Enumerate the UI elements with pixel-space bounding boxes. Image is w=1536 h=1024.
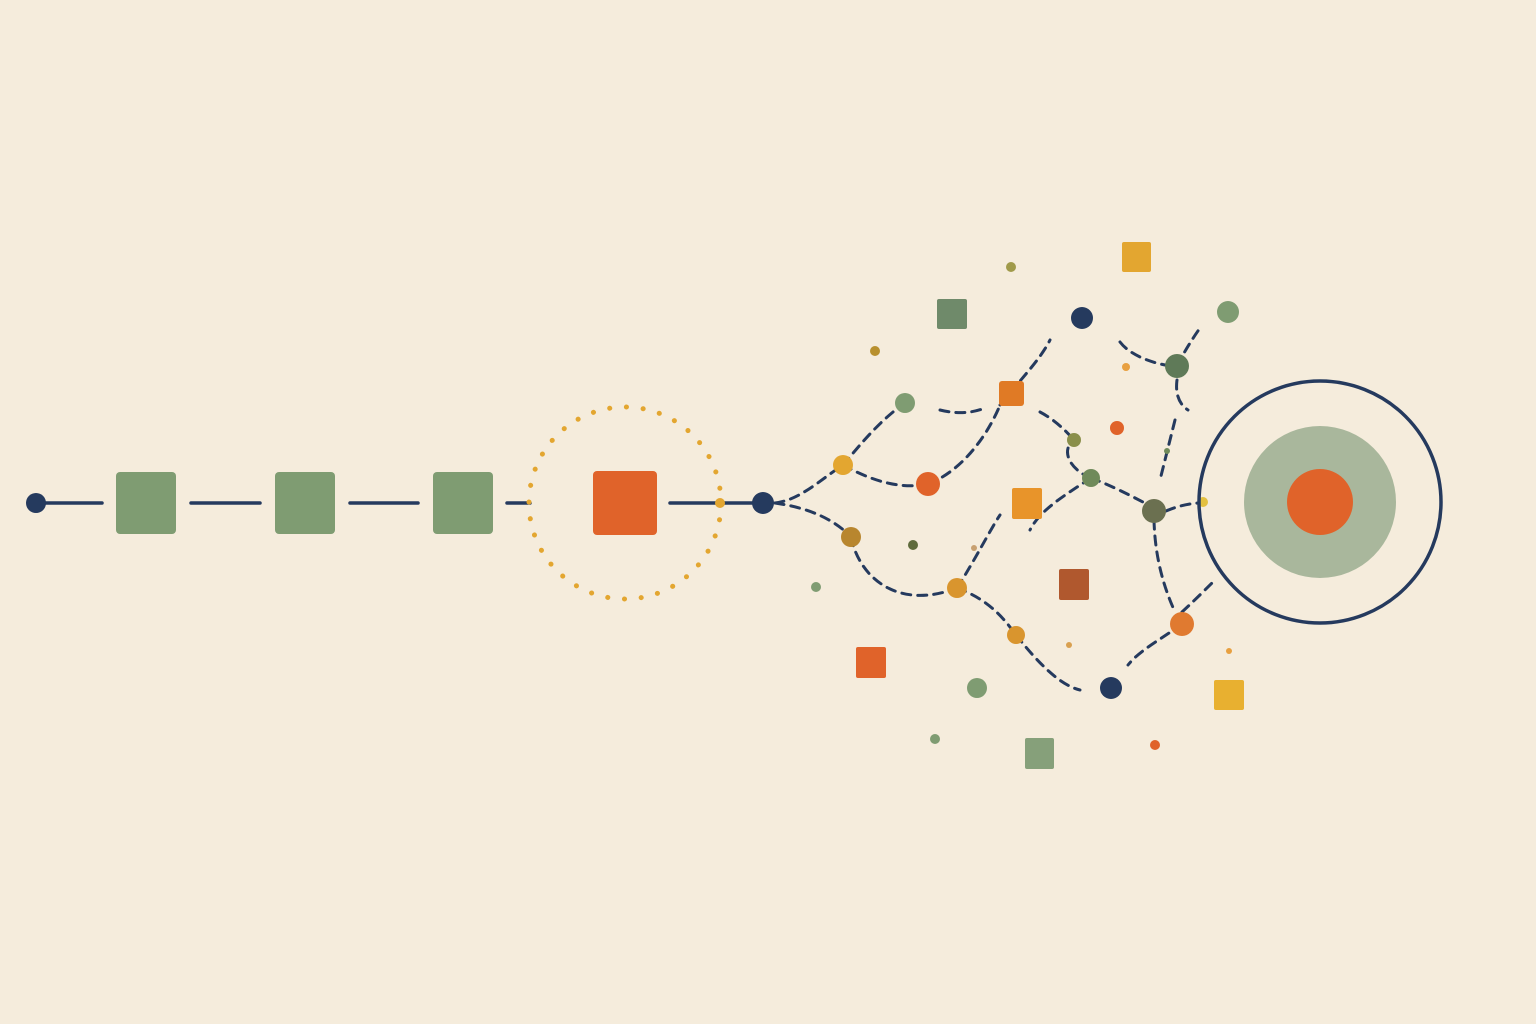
start-node — [26, 493, 46, 513]
network-node — [908, 540, 918, 550]
network-node — [1071, 307, 1093, 329]
highlight-square — [593, 471, 657, 535]
connector-path — [849, 535, 959, 597]
connector-path — [1180, 578, 1217, 614]
scatter-square — [856, 647, 886, 678]
network-node — [1226, 648, 1232, 654]
network-node — [1122, 363, 1130, 371]
scatter-square — [1059, 569, 1089, 600]
scatter-square — [1214, 680, 1244, 710]
network-nodes — [715, 262, 1239, 750]
scatter-square — [937, 299, 967, 329]
network-node — [1110, 421, 1124, 435]
target-core — [1287, 469, 1353, 535]
connector-path — [1118, 340, 1167, 367]
connector-path — [1028, 476, 1093, 532]
network-node — [1006, 262, 1016, 272]
connector-path — [1175, 378, 1190, 412]
target — [1197, 379, 1443, 625]
scatter-square — [1122, 242, 1151, 272]
network-node — [947, 578, 967, 598]
connector-path — [926, 403, 1002, 486]
network-node — [833, 455, 853, 475]
network-node — [967, 678, 987, 698]
network-node — [1066, 642, 1072, 648]
step-square — [275, 472, 335, 534]
network-node — [1082, 469, 1100, 487]
scatter-square — [1012, 488, 1042, 519]
network-node — [715, 498, 725, 508]
network-node — [1170, 612, 1194, 636]
network-node — [1100, 677, 1122, 699]
network-node — [1142, 499, 1166, 523]
step-square — [433, 472, 493, 534]
network-node — [1150, 740, 1160, 750]
network-node — [841, 527, 861, 547]
network-node — [916, 472, 940, 496]
network-node — [1217, 301, 1239, 323]
network-node — [1007, 626, 1025, 644]
branch-node — [752, 492, 774, 514]
step-square — [116, 472, 176, 534]
scatter-square — [999, 381, 1024, 406]
network-node — [870, 346, 880, 356]
network-node — [971, 545, 977, 551]
network-node — [895, 393, 915, 413]
network-node — [1165, 354, 1189, 378]
network-node — [811, 582, 821, 592]
connector-path — [938, 406, 987, 415]
network-node — [1164, 448, 1170, 454]
network-node — [930, 734, 940, 744]
connector-path — [773, 501, 853, 539]
connector-path — [1152, 518, 1177, 614]
scattered-squares — [856, 242, 1244, 769]
network-node — [1067, 433, 1081, 447]
scatter-square — [1025, 738, 1054, 769]
connector-path — [1014, 633, 1082, 692]
linear-chain — [26, 404, 774, 602]
target-outer-ring — [1197, 379, 1443, 625]
